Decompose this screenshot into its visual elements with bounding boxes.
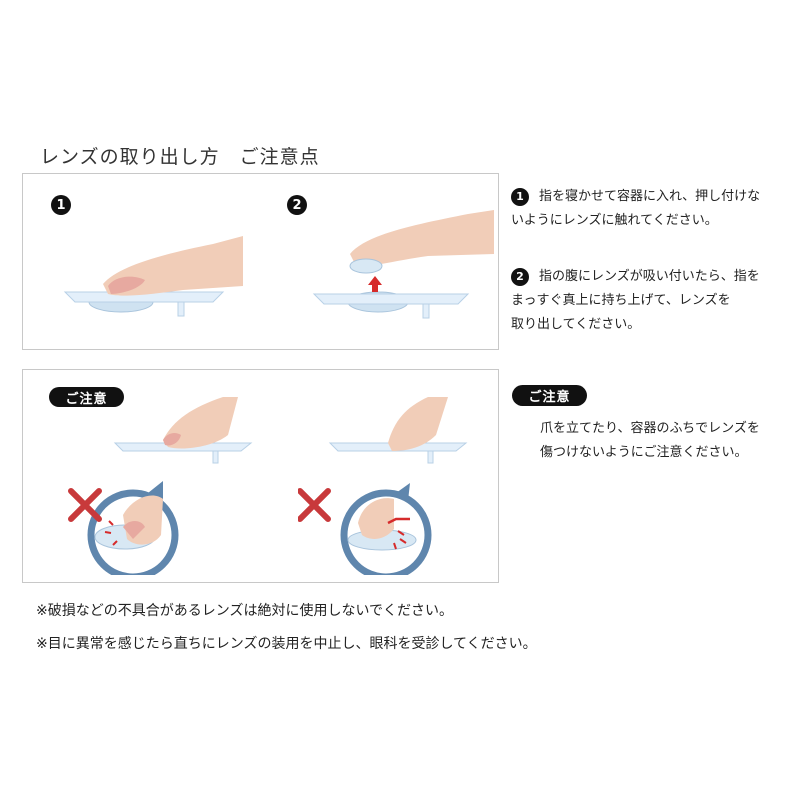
- caution-nail-illustration: [68, 397, 253, 575]
- up-arrow-icon: [368, 276, 382, 292]
- caution-illustration-panel: ご注意: [22, 369, 499, 583]
- step1-number-badge: 1: [511, 188, 529, 206]
- step1-illustration-number: 1: [51, 195, 71, 215]
- step1-description: 1 指を寝かせて容器に入れ、押し付けな いようにレンズに触れてください。: [511, 185, 791, 233]
- page-title: レンズの取り出し方 ご注意点: [40, 146, 320, 168]
- step2-finger-illustration: [312, 210, 494, 319]
- caution-text-line: 爪を立てたり、容器のふちでレンズを: [540, 421, 760, 436]
- caution-description: 爪を立てたり、容器のふちでレンズを 傷つけないようにご注意ください。: [540, 417, 795, 465]
- step1-finger-illustration: [63, 236, 243, 317]
- step2-text-line: 指の腹にレンズが吸い付いたら、指を: [539, 269, 760, 284]
- caution-text-line: 傷つけないようにご注意ください。: [540, 445, 748, 460]
- step1-text-line: 指を寝かせて容器に入れ、押し付けな: [539, 189, 761, 204]
- step2-text-line: まっすぐ真上に持ち上げて、レンズを: [511, 293, 731, 308]
- cross-mark-icon: [68, 488, 102, 522]
- step2-illustration-number: 2: [287, 195, 307, 215]
- step2-text-line: 取り出してください。: [511, 317, 641, 332]
- note-eye-abnormality: ※目に異常を感じたら直ちにレンズの装用を中止し、眼科を受診してください。: [36, 636, 537, 652]
- note-damaged-lens: ※破損などの不具合があるレンズは絶対に使用しないでください。: [36, 603, 454, 619]
- caution-illustration-badge: ご注意: [49, 387, 124, 407]
- step2-number-badge: 2: [511, 268, 529, 286]
- step2-description: 2 指の腹にレンズが吸い付いたら、指を まっすぐ真上に持ち上げて、レンズを 取り…: [511, 265, 791, 337]
- steps-illustration-panel: 1 2: [22, 173, 499, 350]
- step1-text-line: いようにレンズに触れてください。: [511, 213, 718, 228]
- cross-mark-icon: [298, 488, 331, 522]
- caution-badge: ご注意: [512, 385, 587, 406]
- caution-rim-illustration: [298, 397, 468, 575]
